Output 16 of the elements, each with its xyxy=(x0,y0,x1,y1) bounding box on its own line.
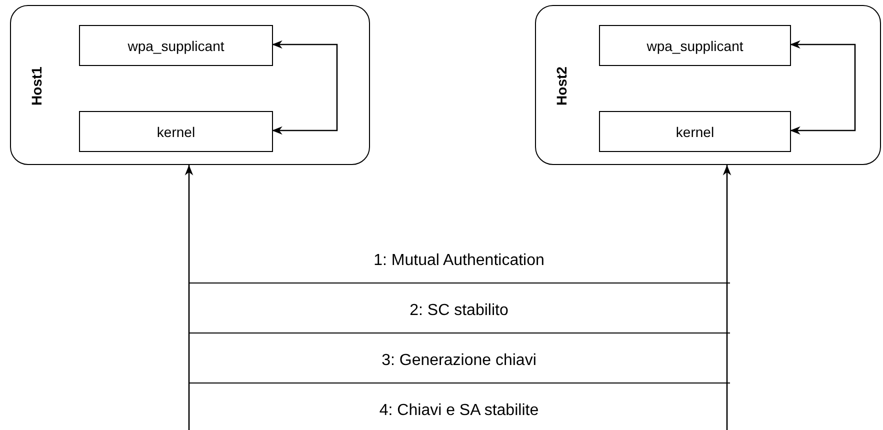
component-box: wpa_supplicant xyxy=(79,25,273,66)
host-label: Host2 xyxy=(552,66,569,106)
component-box: kernel xyxy=(79,111,273,152)
component-box: wpa_supplicant xyxy=(599,25,791,66)
arrow xyxy=(184,165,194,430)
component-box: kernel xyxy=(599,111,791,152)
host-container xyxy=(535,5,881,165)
message-label: 3: Generazione chiavi xyxy=(380,352,538,370)
message-label: 4: Chiavi e SA stabilite xyxy=(378,402,540,420)
message-label: 1: Mutual Authentication xyxy=(372,252,546,270)
message-label: 2: SC stabilito xyxy=(408,302,510,320)
arrow xyxy=(790,40,856,135)
arrow xyxy=(272,40,338,135)
host-container xyxy=(10,5,370,165)
arrow xyxy=(722,165,732,430)
host-label: Host1 xyxy=(28,66,44,106)
